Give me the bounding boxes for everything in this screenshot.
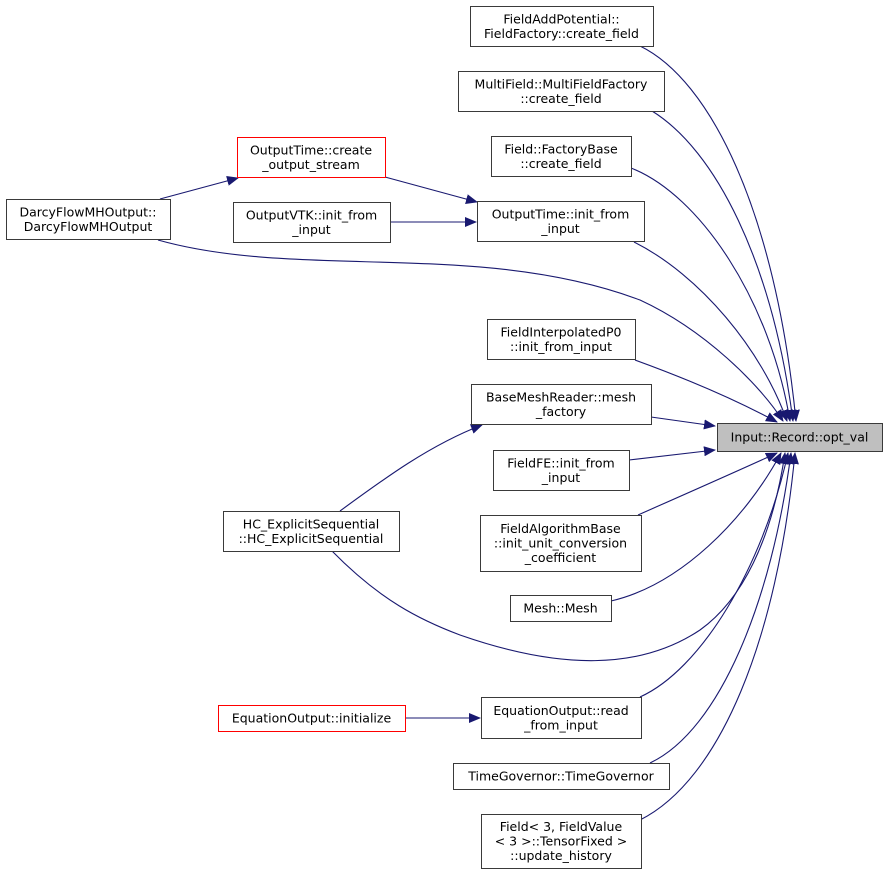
- caller-node[interactable]: EquationOutput::initialize: [218, 705, 406, 732]
- caller-node[interactable]: OutputTime::init_from_input: [477, 201, 645, 242]
- edge-n7-to-n5: [159, 176, 239, 200]
- node-label: TimeGovernor::TimeGovernor: [467, 769, 654, 784]
- edge-n16-to-t: [649, 452, 795, 764]
- node-label: EquationOutput::read: [493, 703, 628, 718]
- node-box: [6, 199, 171, 240]
- node-label: FieldInterpolatedP0: [501, 324, 622, 339]
- node-label: _factory: [535, 404, 587, 419]
- node-box: [237, 137, 386, 178]
- node-label: ::create_field: [520, 91, 601, 106]
- node-label: HC_ExplicitSequential: [243, 516, 379, 531]
- node-box: [453, 763, 670, 790]
- node-box: [480, 515, 642, 572]
- node-label: _from_input: [523, 717, 598, 732]
- node-label: _input: [291, 222, 331, 237]
- caller-node[interactable]: OutputTime::create_output_stream: [237, 137, 386, 178]
- node-label: OutputTime::create: [250, 142, 372, 157]
- edge-n5-to-n4: [384, 176, 478, 204]
- node-box: [471, 384, 652, 425]
- node-label: _input: [540, 221, 580, 236]
- node-label: ::update_history: [510, 848, 612, 863]
- caller-node[interactable]: Mesh::Mesh: [510, 595, 612, 622]
- caller-node[interactable]: EquationOutput::read_from_input: [481, 697, 642, 739]
- node-box: [233, 202, 391, 243]
- caller-node[interactable]: BaseMeshReader::mesh_factory: [471, 384, 652, 425]
- node-label: BaseMeshReader::mesh: [486, 389, 636, 404]
- node-box: [717, 423, 883, 452]
- caller-node[interactable]: DarcyFlowMHOutput::DarcyFlowMHOutput: [6, 199, 171, 240]
- edge-n2-to-t: [651, 110, 797, 422]
- node-label: ::init_unit_conversion: [494, 536, 627, 551]
- node-label: _output_stream: [261, 157, 360, 172]
- node-box: [491, 136, 632, 177]
- node-label: EquationOutput::initialize: [232, 711, 392, 726]
- caller-node[interactable]: FieldFE::init_from_input: [493, 450, 630, 491]
- target-node[interactable]: Input::Record::opt_val: [717, 423, 883, 452]
- node-label: FieldFE::init_from: [507, 455, 614, 470]
- node-label: FieldFactory::create_field: [484, 26, 639, 41]
- node-label: ::init_from_input: [510, 339, 612, 354]
- edge-n3-to-t: [630, 167, 794, 422]
- edge-n1-to-t: [639, 45, 800, 422]
- caller-node[interactable]: FieldInterpolatedP0::init_from_input: [487, 319, 636, 360]
- caller-node[interactable]: TimeGovernor::TimeGovernor: [453, 763, 670, 790]
- edge-n13-to-t: [331, 452, 789, 662]
- node-label: _coefficient: [524, 550, 597, 565]
- node-box: [493, 450, 630, 491]
- edge-n14-to-t: [639, 452, 791, 698]
- node-label: Field::FactoryBase: [504, 141, 618, 156]
- edge-n4-to-t: [633, 241, 789, 422]
- node-label: ::HC_ExplicitSequential: [239, 531, 384, 546]
- node-label: < 3 >::TensorFixed >: [495, 834, 628, 849]
- node-box: [510, 595, 612, 622]
- node-label: DarcyFlowMHOutput: [24, 219, 153, 234]
- edge-n11-to-t: [637, 452, 778, 516]
- caller-node[interactable]: FieldAlgorithmBase::init_unit_conversion…: [480, 515, 642, 572]
- node-label: _input: [541, 470, 581, 485]
- edge-n10-to-t: [628, 446, 716, 461]
- node-box: [218, 705, 406, 732]
- node-label: MultiField::MultiFieldFactory: [475, 76, 648, 91]
- node-box: [481, 697, 642, 739]
- node-label: Field< 3, FieldValue: [500, 819, 623, 834]
- node-label: Input::Record::opt_val: [731, 430, 869, 445]
- node-box: [458, 71, 665, 112]
- edge-n17-to-t: [639, 452, 799, 821]
- node-label: OutputVTK::init_from: [246, 207, 377, 222]
- edge-n9-to-t: [650, 416, 716, 430]
- edge-n13-to-n9: [339, 424, 483, 512]
- node-label: DarcyFlowMHOutput::: [20, 204, 157, 219]
- caller-node[interactable]: HC_ExplicitSequential::HC_ExplicitSequen…: [223, 511, 400, 552]
- edge-n8-to-t: [634, 359, 778, 423]
- node-box: [487, 319, 636, 360]
- caller-node[interactable]: Field< 3, FieldValue< 3 >::TensorFixed >…: [481, 814, 642, 869]
- caller-node[interactable]: OutputVTK::init_from_input: [233, 202, 391, 243]
- node-box: [223, 511, 400, 552]
- node-label: Mesh::Mesh: [523, 601, 597, 616]
- node-label: FieldAddPotential::: [503, 11, 619, 26]
- node-box: [477, 201, 645, 242]
- edge-n7-to-t: [157, 239, 784, 422]
- node-box: [481, 814, 642, 869]
- edge-n12-to-t: [610, 452, 782, 602]
- node-label: OutputTime::init_from: [492, 206, 630, 221]
- node-label: FieldAlgorithmBase: [500, 521, 621, 536]
- caller-node[interactable]: Field::FactoryBase::create_field: [491, 136, 632, 177]
- node-box: [470, 6, 654, 47]
- caller-node[interactable]: FieldAddPotential::FieldFactory::create_…: [470, 6, 654, 47]
- node-label: ::create_field: [520, 156, 601, 171]
- caller-node[interactable]: MultiField::MultiFieldFactory::create_fi…: [458, 71, 665, 112]
